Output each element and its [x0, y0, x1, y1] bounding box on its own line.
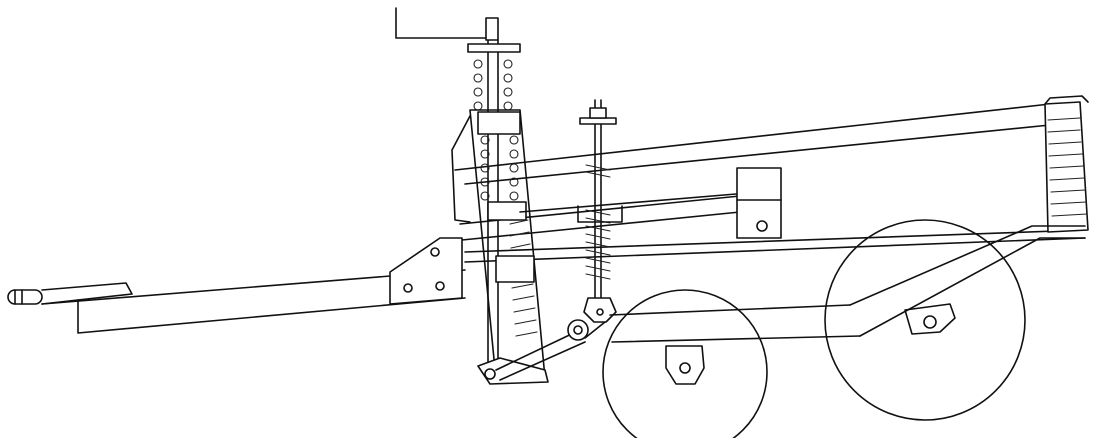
bolt-hole	[435, 281, 445, 291]
lower-screw-thread	[509, 219, 538, 337]
rear-swing-arm	[849, 225, 1086, 337]
spring-coils	[473, 59, 519, 201]
wheel-hub	[923, 315, 937, 329]
rear-wheel	[824, 219, 1026, 421]
lower-linkage	[495, 317, 611, 381]
bolt-hole	[430, 247, 440, 257]
screw-jack-assembly	[395, 7, 549, 385]
spring-strut	[577, 99, 623, 323]
rear-hopper	[1044, 95, 1089, 233]
bolt-hole	[756, 220, 768, 232]
hopper-ribs	[1047, 117, 1088, 217]
tie-rod	[519, 193, 861, 343]
wheel-hub	[679, 362, 691, 374]
rear-mount-block	[736, 167, 782, 239]
front-wheel	[602, 289, 768, 438]
tow-hitch	[7, 282, 133, 305]
pivot-pin	[484, 368, 496, 380]
front-bracket-plate	[389, 237, 463, 305]
crank-handle	[395, 7, 487, 39]
bolt-hole	[403, 283, 413, 293]
